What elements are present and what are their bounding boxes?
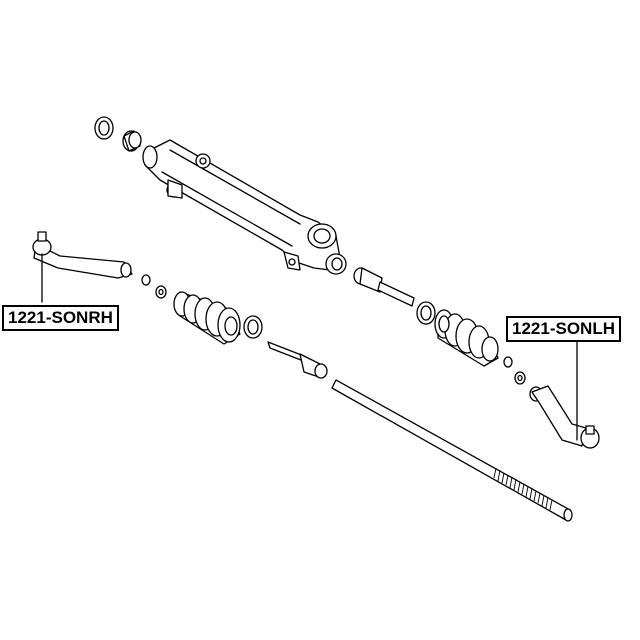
tie-rod-end-lh	[529, 337, 600, 449]
part-number-lh-label: 1221-SONLH	[506, 316, 621, 342]
tie-rod-nut-lh	[503, 356, 526, 385]
tie-rod-nut-rh	[141, 274, 167, 299]
seal-ring-top	[94, 116, 114, 140]
boot-clamp-lh	[416, 301, 436, 325]
rack-housing	[142, 139, 347, 275]
inner-tie-rod-rh	[267, 341, 328, 379]
boot-clamp-rh	[243, 315, 263, 339]
part-number-rh-label: 1221-SONRH	[2, 305, 119, 331]
steering-boot-rh	[173, 291, 241, 345]
steering-boot-lh	[434, 309, 499, 367]
rack-bar	[331, 379, 573, 522]
rack-bushing-top	[122, 130, 142, 152]
inner-tie-rod-lh	[353, 267, 415, 307]
tie-rod-end-rh	[32, 231, 133, 303]
